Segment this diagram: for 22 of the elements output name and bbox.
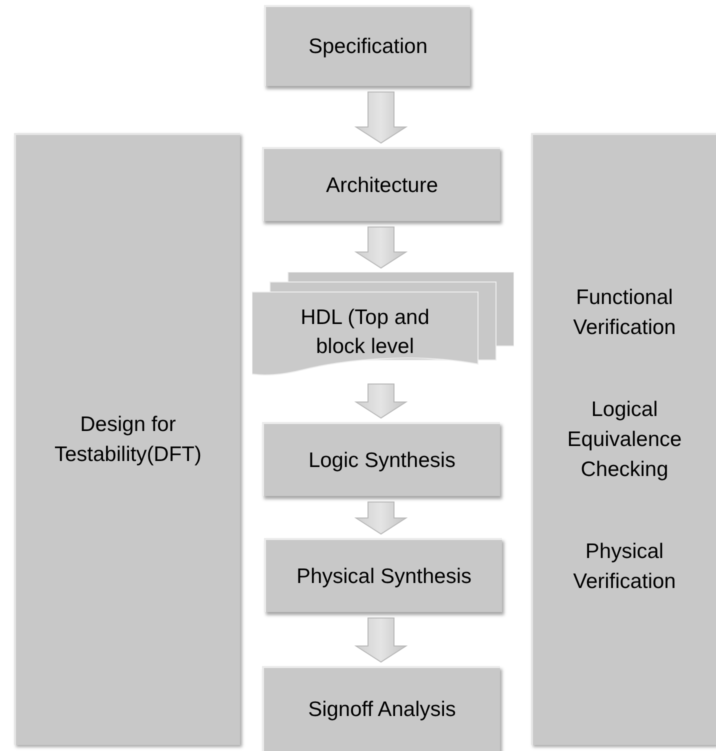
node-label: Specification — [307, 34, 429, 60]
node-label: Logical Equivalence Checking — [566, 397, 683, 483]
node-label: Physical Synthesis — [295, 564, 473, 590]
process-box — [264, 538, 502, 612]
node-label: Signoff Analysis — [307, 697, 457, 723]
process-box — [262, 666, 500, 751]
process-box — [264, 5, 470, 86]
node-label: Design for Testability(DFT) — [53, 412, 202, 468]
process-box — [262, 422, 500, 496]
block-arrow — [354, 384, 408, 419]
node-label: Logic Synthesis — [307, 448, 457, 474]
node-label: Architecture — [324, 172, 440, 198]
node-label: HDL (Top and block level — [300, 305, 430, 360]
node-label: Physical Verification — [572, 539, 677, 595]
block-arrow — [354, 92, 408, 144]
block-arrow — [354, 226, 408, 269]
block-arrow — [354, 618, 408, 663]
process-box — [262, 147, 500, 221]
side-panel — [14, 133, 240, 745]
node-label: Functional Verification — [572, 285, 677, 341]
block-arrow — [354, 502, 408, 535]
side-panel — [531, 133, 716, 745]
